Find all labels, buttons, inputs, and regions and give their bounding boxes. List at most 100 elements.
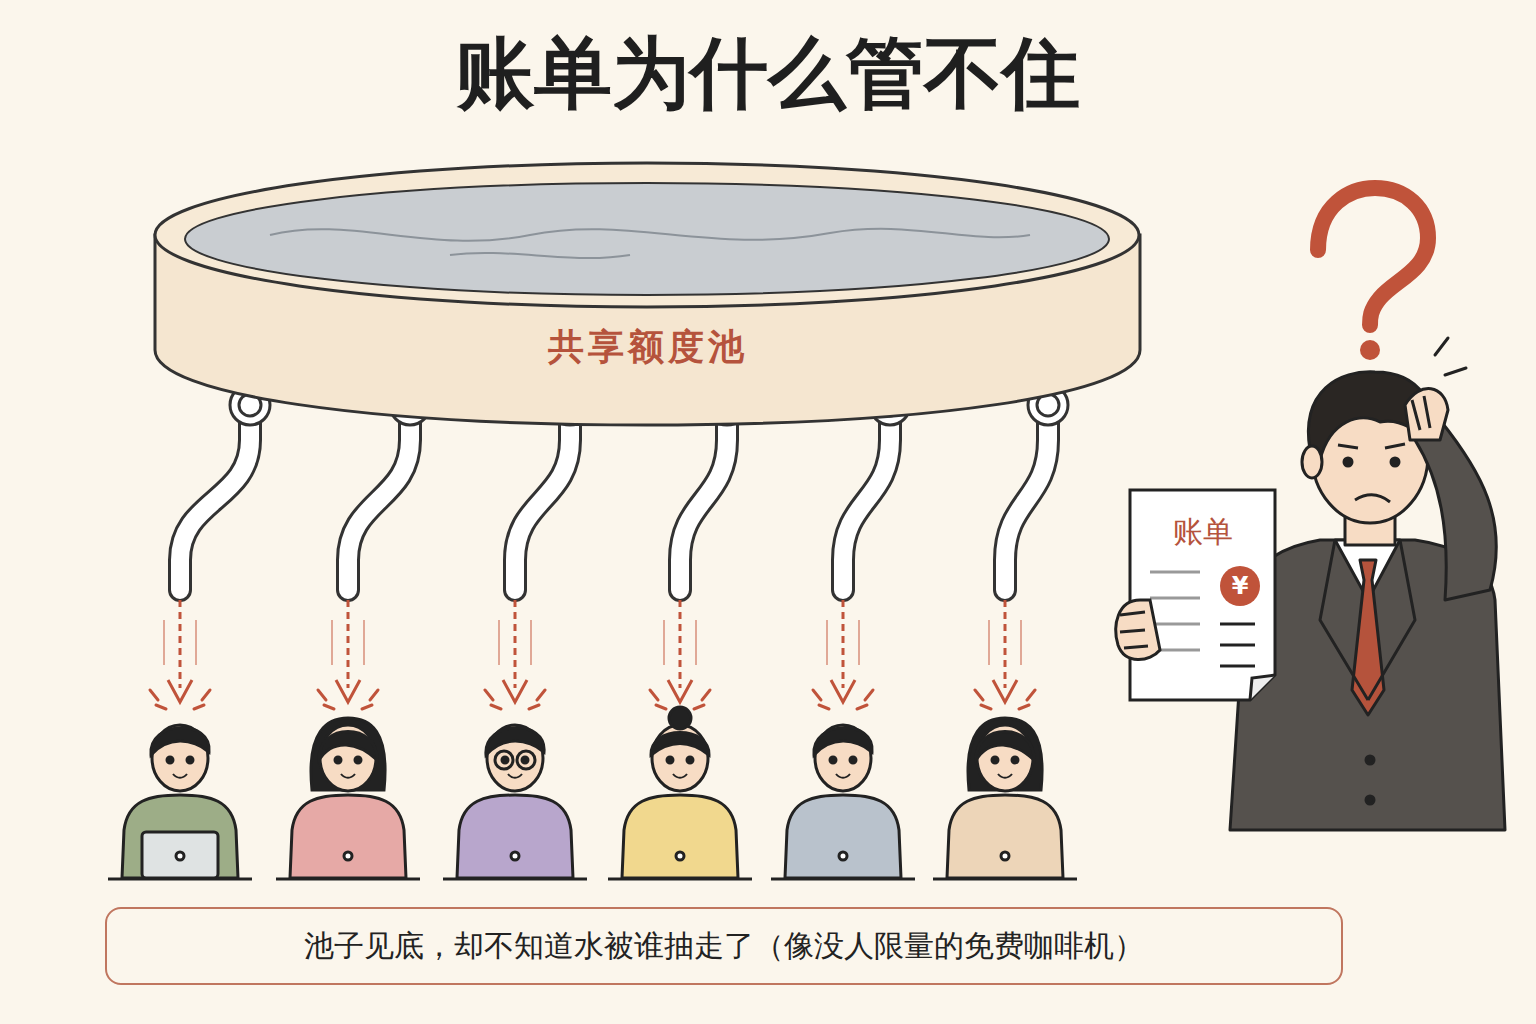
pool-rim bbox=[155, 163, 1139, 307]
yen-badge: ¥ bbox=[1220, 566, 1260, 606]
eye bbox=[687, 757, 693, 763]
desk-line bbox=[608, 878, 752, 881]
pool-water bbox=[185, 183, 1109, 295]
team-member bbox=[108, 725, 252, 879]
hair bbox=[651, 733, 709, 756]
pipe-fill bbox=[680, 408, 727, 590]
smile bbox=[673, 774, 687, 778]
hair bbox=[968, 718, 1042, 790]
title: 账单为什么管不住 bbox=[0, 22, 1536, 127]
shirt bbox=[290, 795, 406, 878]
bill-paper bbox=[1130, 490, 1275, 700]
desk-line bbox=[108, 878, 252, 881]
hair bbox=[814, 728, 872, 755]
arrow-head bbox=[668, 680, 692, 702]
shirt bbox=[622, 795, 738, 878]
arrow-head bbox=[993, 680, 1017, 702]
shared-quota-pool: 共享额度池 bbox=[150, 155, 1145, 430]
flow-arrow bbox=[347, 600, 350, 688]
desk-line bbox=[443, 878, 587, 881]
splash bbox=[485, 690, 545, 709]
flow-line bbox=[530, 620, 532, 665]
bill-paper-box: 账单 ¥ bbox=[1130, 490, 1275, 700]
flow-line bbox=[826, 620, 828, 665]
team-member bbox=[276, 718, 420, 879]
eye bbox=[335, 757, 341, 763]
team-member bbox=[771, 725, 915, 879]
smile bbox=[508, 774, 522, 778]
pipe bbox=[348, 408, 410, 590]
desk-line bbox=[276, 878, 420, 881]
team-member bbox=[608, 707, 752, 879]
eye bbox=[355, 757, 361, 763]
hair bbox=[151, 728, 209, 755]
eye bbox=[522, 757, 528, 763]
splash bbox=[813, 690, 873, 709]
arrow-head bbox=[503, 680, 527, 702]
pipes bbox=[150, 385, 1068, 709]
eye bbox=[167, 757, 173, 763]
team-member bbox=[443, 725, 587, 879]
hair-bun bbox=[669, 707, 691, 729]
eye bbox=[1012, 757, 1018, 763]
eye bbox=[667, 757, 673, 763]
laptop-logo bbox=[511, 852, 519, 860]
people bbox=[108, 707, 1077, 879]
eye bbox=[502, 757, 508, 763]
pool-outline bbox=[150, 155, 1145, 430]
hand bbox=[1116, 600, 1160, 660]
flow-line bbox=[858, 620, 860, 665]
arrow-head bbox=[168, 680, 192, 702]
eye bbox=[992, 757, 998, 763]
pipe bbox=[843, 408, 890, 590]
bill-label: 账单 bbox=[1130, 512, 1275, 553]
laptop-logo bbox=[176, 852, 184, 860]
team-member bbox=[933, 718, 1077, 879]
laptop-logo bbox=[1001, 852, 1009, 860]
flow-line bbox=[498, 620, 500, 665]
yen-symbol: ¥ bbox=[1232, 574, 1249, 598]
shirt bbox=[785, 795, 901, 878]
hair bbox=[311, 718, 385, 790]
flow-arrow bbox=[179, 600, 182, 688]
laptop bbox=[142, 832, 218, 878]
smile bbox=[998, 774, 1012, 778]
flow-line bbox=[663, 620, 665, 665]
eye bbox=[850, 757, 856, 763]
splash bbox=[150, 690, 210, 709]
eye bbox=[830, 757, 836, 763]
pipe-fill bbox=[1005, 408, 1048, 590]
smile bbox=[173, 774, 187, 778]
desk-line bbox=[933, 878, 1077, 881]
laptop-logo bbox=[839, 852, 847, 860]
laptop-logo bbox=[344, 852, 352, 860]
flow-line bbox=[695, 620, 697, 665]
shirt bbox=[457, 795, 573, 878]
pipe-fill bbox=[348, 408, 410, 590]
water-wave bbox=[270, 229, 1030, 241]
eye bbox=[187, 757, 193, 763]
fringe bbox=[976, 732, 1034, 761]
pipe bbox=[180, 408, 250, 590]
water-wave bbox=[450, 253, 630, 258]
pipe-fill bbox=[180, 408, 250, 590]
flow-line bbox=[195, 620, 197, 665]
pipe-fill bbox=[515, 408, 570, 590]
arrow-head bbox=[831, 680, 855, 702]
flow-line bbox=[331, 620, 333, 665]
question-dot bbox=[1360, 340, 1380, 360]
flow-line bbox=[363, 620, 365, 665]
flow-arrow bbox=[842, 600, 845, 688]
pipe-fill bbox=[843, 408, 890, 590]
question-mark bbox=[1318, 188, 1428, 325]
flow-arrow bbox=[1004, 600, 1007, 688]
pipe bbox=[515, 408, 570, 590]
smile bbox=[341, 774, 355, 778]
splash bbox=[975, 690, 1035, 709]
arrow-head bbox=[336, 680, 360, 702]
caption-box: 池子见底，却不知道水被谁抽走了（像没人限量的免费咖啡机） bbox=[105, 907, 1343, 985]
flow-line bbox=[988, 620, 990, 665]
pipe bbox=[680, 408, 727, 590]
pool-label: 共享额度池 bbox=[150, 323, 1145, 372]
laptop-logo bbox=[676, 852, 684, 860]
